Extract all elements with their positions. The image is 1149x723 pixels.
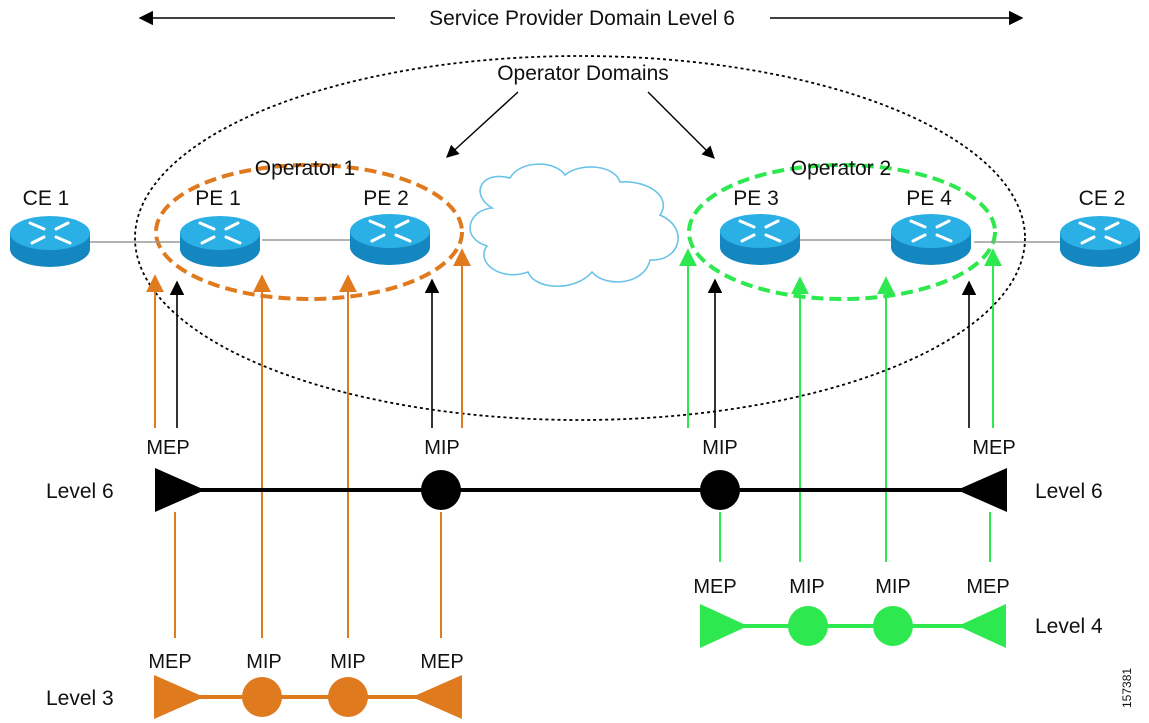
device-label-ce1: CE 1 xyxy=(23,187,70,210)
router-ce2-icon xyxy=(1058,214,1142,269)
level4-point-label-4: MEP xyxy=(966,576,1009,598)
level3-mip-2 xyxy=(328,677,368,717)
figure-id: 157381 xyxy=(1120,668,1134,708)
router-pe2-icon xyxy=(348,212,432,267)
level6-mep-right xyxy=(957,468,1007,512)
level3-point-label-4: MEP xyxy=(420,651,463,673)
operator2-ellipse xyxy=(687,163,997,301)
level6-left-label: Level 6 xyxy=(46,480,114,503)
level3-mep-right xyxy=(412,675,462,719)
router-ce1-icon xyxy=(8,214,92,269)
operator-domains-arrow-right xyxy=(647,91,715,159)
level4-mip-2 xyxy=(873,606,913,646)
device-label-pe3: PE 3 xyxy=(733,187,779,210)
operator-domains-label: Operator Domains xyxy=(497,62,669,85)
network-cloud xyxy=(469,163,679,288)
level6-point-label-2: MIP xyxy=(424,437,460,459)
device-label-ce2: CE 2 xyxy=(1079,187,1126,210)
level6-point-label-3: MIP xyxy=(702,437,738,459)
level3-label: Level 3 xyxy=(46,687,114,710)
level4-label: Level 4 xyxy=(1035,615,1103,638)
level6-right-label: Level 6 xyxy=(1035,480,1103,503)
level4-mip-1 xyxy=(788,606,828,646)
operator2-label: Operator 2 xyxy=(791,157,891,180)
level4-point-label-3: MIP xyxy=(875,576,911,598)
level4-mep-right xyxy=(958,604,1006,648)
router-pe4-icon xyxy=(889,212,973,267)
level3-mip-1 xyxy=(242,677,282,717)
level4-mep-left xyxy=(700,604,748,648)
level6-point-label-1: MEP xyxy=(146,437,189,459)
level4-point-label-1: MEP xyxy=(693,576,736,598)
level3-mep-left xyxy=(154,675,204,719)
operator1-ellipse xyxy=(154,163,464,301)
operator1-label: Operator 1 xyxy=(255,157,355,180)
level6-mip-1 xyxy=(421,470,461,510)
operator-domains-arrow-left xyxy=(446,91,519,158)
level3-point-label-1: MEP xyxy=(148,651,191,673)
level4-point-label-2: MIP xyxy=(789,576,825,598)
level3-point-label-2: MIP xyxy=(246,651,282,673)
device-label-pe4: PE 4 xyxy=(906,187,952,210)
router-pe1-icon xyxy=(178,214,262,269)
device-label-pe1: PE 1 xyxy=(195,187,241,210)
level6-mip-2 xyxy=(700,470,740,510)
router-pe3-icon xyxy=(718,212,802,267)
service-provider-ellipse xyxy=(134,55,1026,421)
level6-point-label-4: MEP xyxy=(972,437,1015,459)
level3-point-label-3: MIP xyxy=(330,651,366,673)
level6-mep-left xyxy=(155,468,205,512)
device-label-pe2: PE 2 xyxy=(363,187,409,210)
banner-title: Service Provider Domain Level 6 xyxy=(429,7,735,30)
